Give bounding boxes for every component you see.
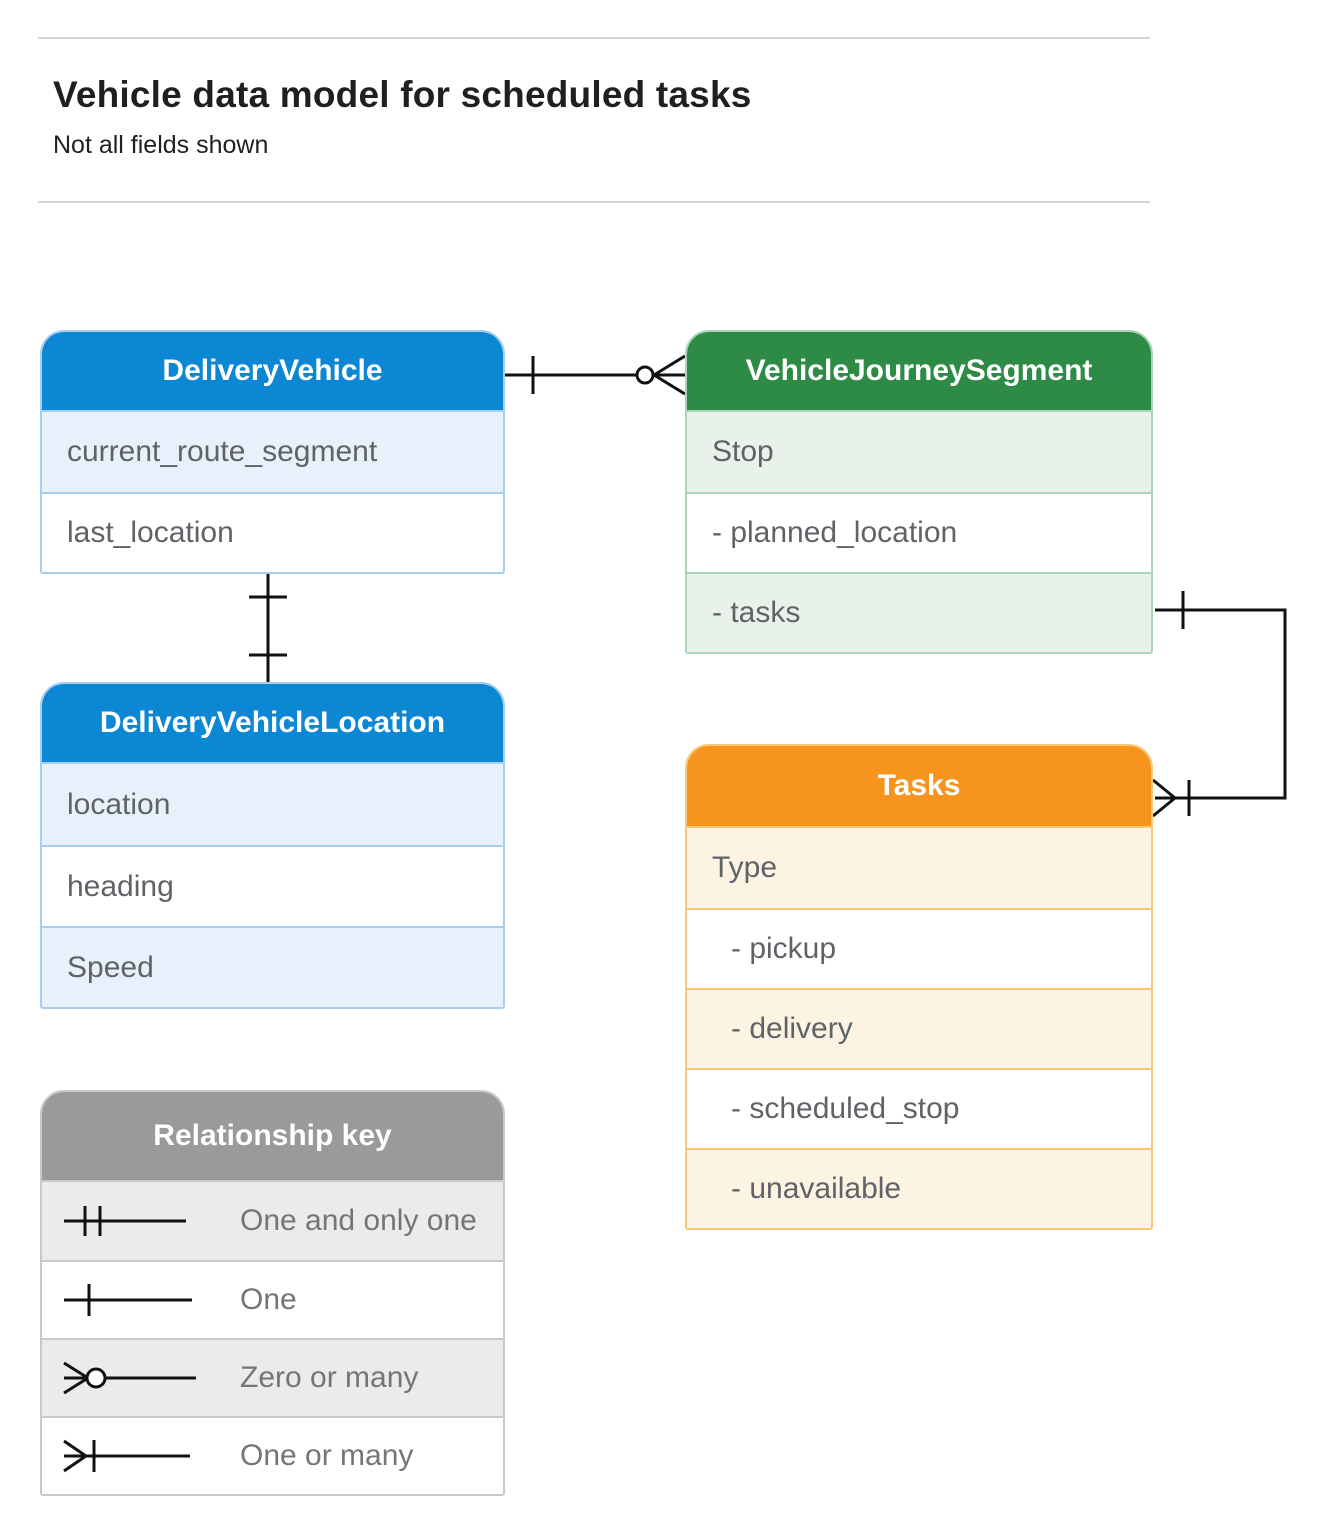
one-and-only-one-icon [64,1206,186,1236]
page-title: Vehicle data model for scheduled tasks [53,74,752,115]
page-subtitle: Not all fields shown [53,131,269,159]
legend-row: One [42,1260,503,1338]
field-row: - pickup [687,908,1151,988]
field-row: last_location [42,492,503,572]
legend-row: Zero or many [42,1338,503,1416]
relationship-key: Relationship key One and only one One [40,1090,505,1496]
connector-deliveryvehicle-vehiclejourneysegment [505,354,686,396]
legend-label: Zero or many [240,1361,419,1394]
legend-label: One and only one [240,1204,477,1237]
connector-vehiclejourneysegment-tasks [1152,591,1287,818]
entity-title: VehicleJourneySegment [687,332,1151,412]
top-divider [38,37,1150,39]
legend-row: One and only one [42,1182,503,1260]
field-row: current_route_segment [42,412,503,492]
legend-row: One or many [42,1416,503,1494]
entity-delivery-vehicle: DeliveryVehicle current_route_segment la… [40,330,505,574]
one-or-many-icon [63,1439,190,1473]
field-row: - delivery [687,988,1151,1068]
field-row: - planned_location [687,492,1151,572]
entity-vehicle-journey-segment: VehicleJourneySegment Stop - planned_loc… [685,330,1153,654]
entity-tasks: Tasks Type - pickup - delivery - schedul… [685,744,1153,1230]
field-row: Type [687,828,1151,908]
zero-or-many-icon [63,1361,196,1395]
field-row: Speed [42,926,503,1007]
connector-deliveryvehicle-deliveryvehiclelocation [249,568,287,682]
field-row: - tasks [687,572,1151,652]
entity-title: DeliveryVehicleLocation [42,684,503,764]
field-row: heading [42,845,503,926]
legend-label: One [240,1283,297,1316]
entity-delivery-vehicle-location: DeliveryVehicleLocation location heading… [40,682,505,1009]
header-divider [38,201,1150,203]
field-row: Stop [687,412,1151,492]
field-row: - scheduled_stop [687,1068,1151,1148]
one-icon [64,1284,192,1316]
legend-label: One or many [240,1439,414,1472]
field-row: - unavailable [687,1148,1151,1228]
entity-title: DeliveryVehicle [42,332,503,412]
legend-title: Relationship key [42,1092,503,1182]
entity-title: Tasks [687,746,1151,828]
field-row: location [42,764,503,845]
